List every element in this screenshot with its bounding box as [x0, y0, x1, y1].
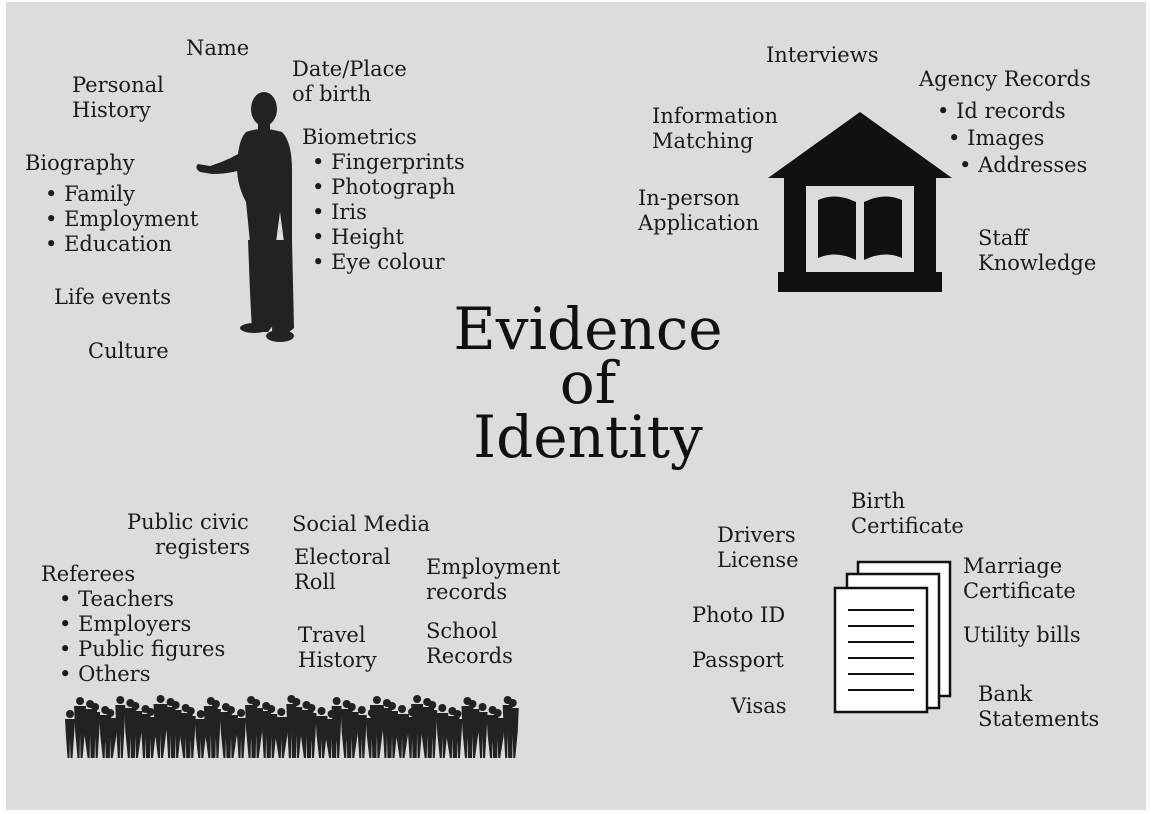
- list-item: Photograph: [312, 175, 465, 200]
- life-events-label: Life events: [54, 285, 171, 309]
- passport-label: Passport: [692, 648, 784, 672]
- title-line-2: of: [559, 349, 617, 417]
- staff-knowledge-label: Staff Knowledge: [978, 226, 1097, 275]
- list-item: Employers: [59, 612, 225, 637]
- photo-id-label: Photo ID: [692, 603, 786, 627]
- utility-bills-label: Utility bills: [963, 623, 1081, 647]
- agency-records-heading: Agency Records: [919, 67, 1091, 91]
- electoral-roll-label: Electoral Roll: [294, 545, 391, 594]
- list-item: Family: [45, 182, 198, 207]
- diagram-canvas: Evidence of Identity Name Personal Histo…: [6, 2, 1146, 810]
- interviews-label: Interviews: [766, 43, 879, 67]
- list-item: Teachers: [59, 587, 225, 612]
- school-records-label: School Records: [426, 619, 513, 668]
- culture-label: Culture: [88, 339, 169, 363]
- referees-heading: Referees: [41, 562, 136, 586]
- list-item: Fingerprints: [312, 150, 465, 175]
- birth-certificate-label: Birth Certificate: [851, 489, 964, 538]
- biography-heading: Biography: [25, 151, 135, 175]
- list-item: Eye colour: [312, 250, 465, 275]
- documents-stack-icon: [833, 560, 952, 714]
- list-item: Id records: [937, 99, 1091, 124]
- in-person-application-label: In-person Application: [638, 186, 760, 235]
- social-media-label: Social Media: [292, 512, 431, 536]
- list-item: Employment: [45, 207, 198, 232]
- date-place-of-birth-label: Date/Place of birth: [292, 57, 407, 106]
- drivers-license-label: Drivers License: [717, 523, 799, 572]
- list-item: Iris: [312, 200, 465, 225]
- title-line-3: Identity: [473, 403, 703, 471]
- personal-history-label: Personal History: [72, 73, 164, 122]
- public-civic-registers-label: Public civic registers: [127, 510, 251, 559]
- bank-statements-label: Bank Statements: [978, 682, 1100, 731]
- biometrics-group: Biometrics Fingerprints Photograph Iris …: [302, 125, 465, 275]
- biometrics-heading: Biometrics: [302, 125, 417, 149]
- central-title: Evidence of Identity: [398, 295, 778, 471]
- list-item: Addresses: [959, 153, 1091, 178]
- building-book-icon: [768, 112, 952, 292]
- list-item: Images: [948, 126, 1091, 151]
- title-line-1: Evidence: [453, 295, 723, 363]
- crowd-silhouette-icon: [65, 695, 519, 758]
- list-item: Others: [59, 662, 225, 687]
- biography-group: Biography Family Employment Education: [25, 151, 198, 257]
- visas-label: Visas: [731, 694, 787, 718]
- information-matching-label: Information Matching: [652, 104, 779, 153]
- referees-group: Referees Teachers Employers Public figur…: [41, 562, 225, 687]
- travel-history-label: Travel History: [298, 623, 377, 672]
- list-item: Height: [312, 225, 465, 250]
- name-label: Name: [186, 36, 250, 60]
- list-item: Education: [45, 232, 198, 257]
- employment-records-label: Employment records: [426, 555, 561, 604]
- agency-records-group: Agency Records Id records Images Address…: [919, 67, 1091, 178]
- marriage-certificate-label: Marriage Certificate: [963, 554, 1076, 603]
- list-item: Public figures: [59, 637, 225, 662]
- person-silhouette-icon: [196, 92, 294, 342]
